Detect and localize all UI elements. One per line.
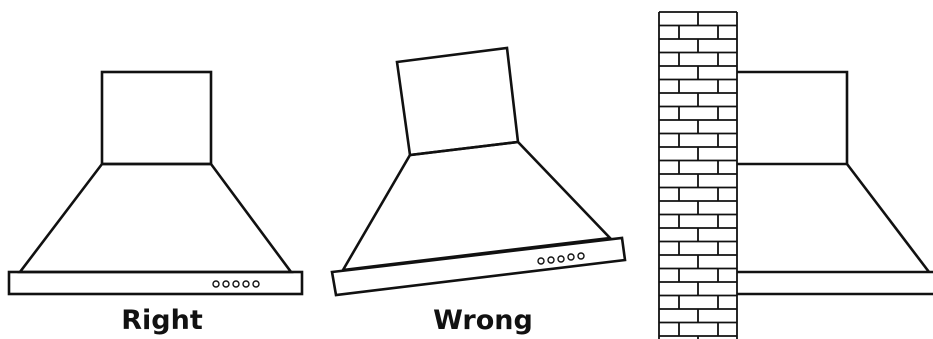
- hood-right-chimney: [102, 72, 211, 164]
- hood-right: [9, 72, 302, 294]
- hood-side-canopy: [847, 164, 929, 272]
- hood-wrong-canopy: [343, 142, 610, 270]
- hood-side-chimney: [737, 72, 847, 164]
- hood-right-canopy: [20, 164, 291, 272]
- brick-wall: [659, 12, 737, 339]
- caption-wrong: Wrong: [403, 304, 563, 338]
- caption-right: Right: [82, 304, 242, 338]
- hood-side: [737, 72, 933, 294]
- hood-wrong: [332, 48, 625, 295]
- hood-right-control-buttons: [213, 281, 259, 287]
- hood-wrong-base-panel: [332, 238, 625, 295]
- hood-wrong-chimney: [397, 48, 518, 155]
- hood-wrong-control-buttons: [538, 253, 584, 264]
- brick-rows: [659, 12, 737, 339]
